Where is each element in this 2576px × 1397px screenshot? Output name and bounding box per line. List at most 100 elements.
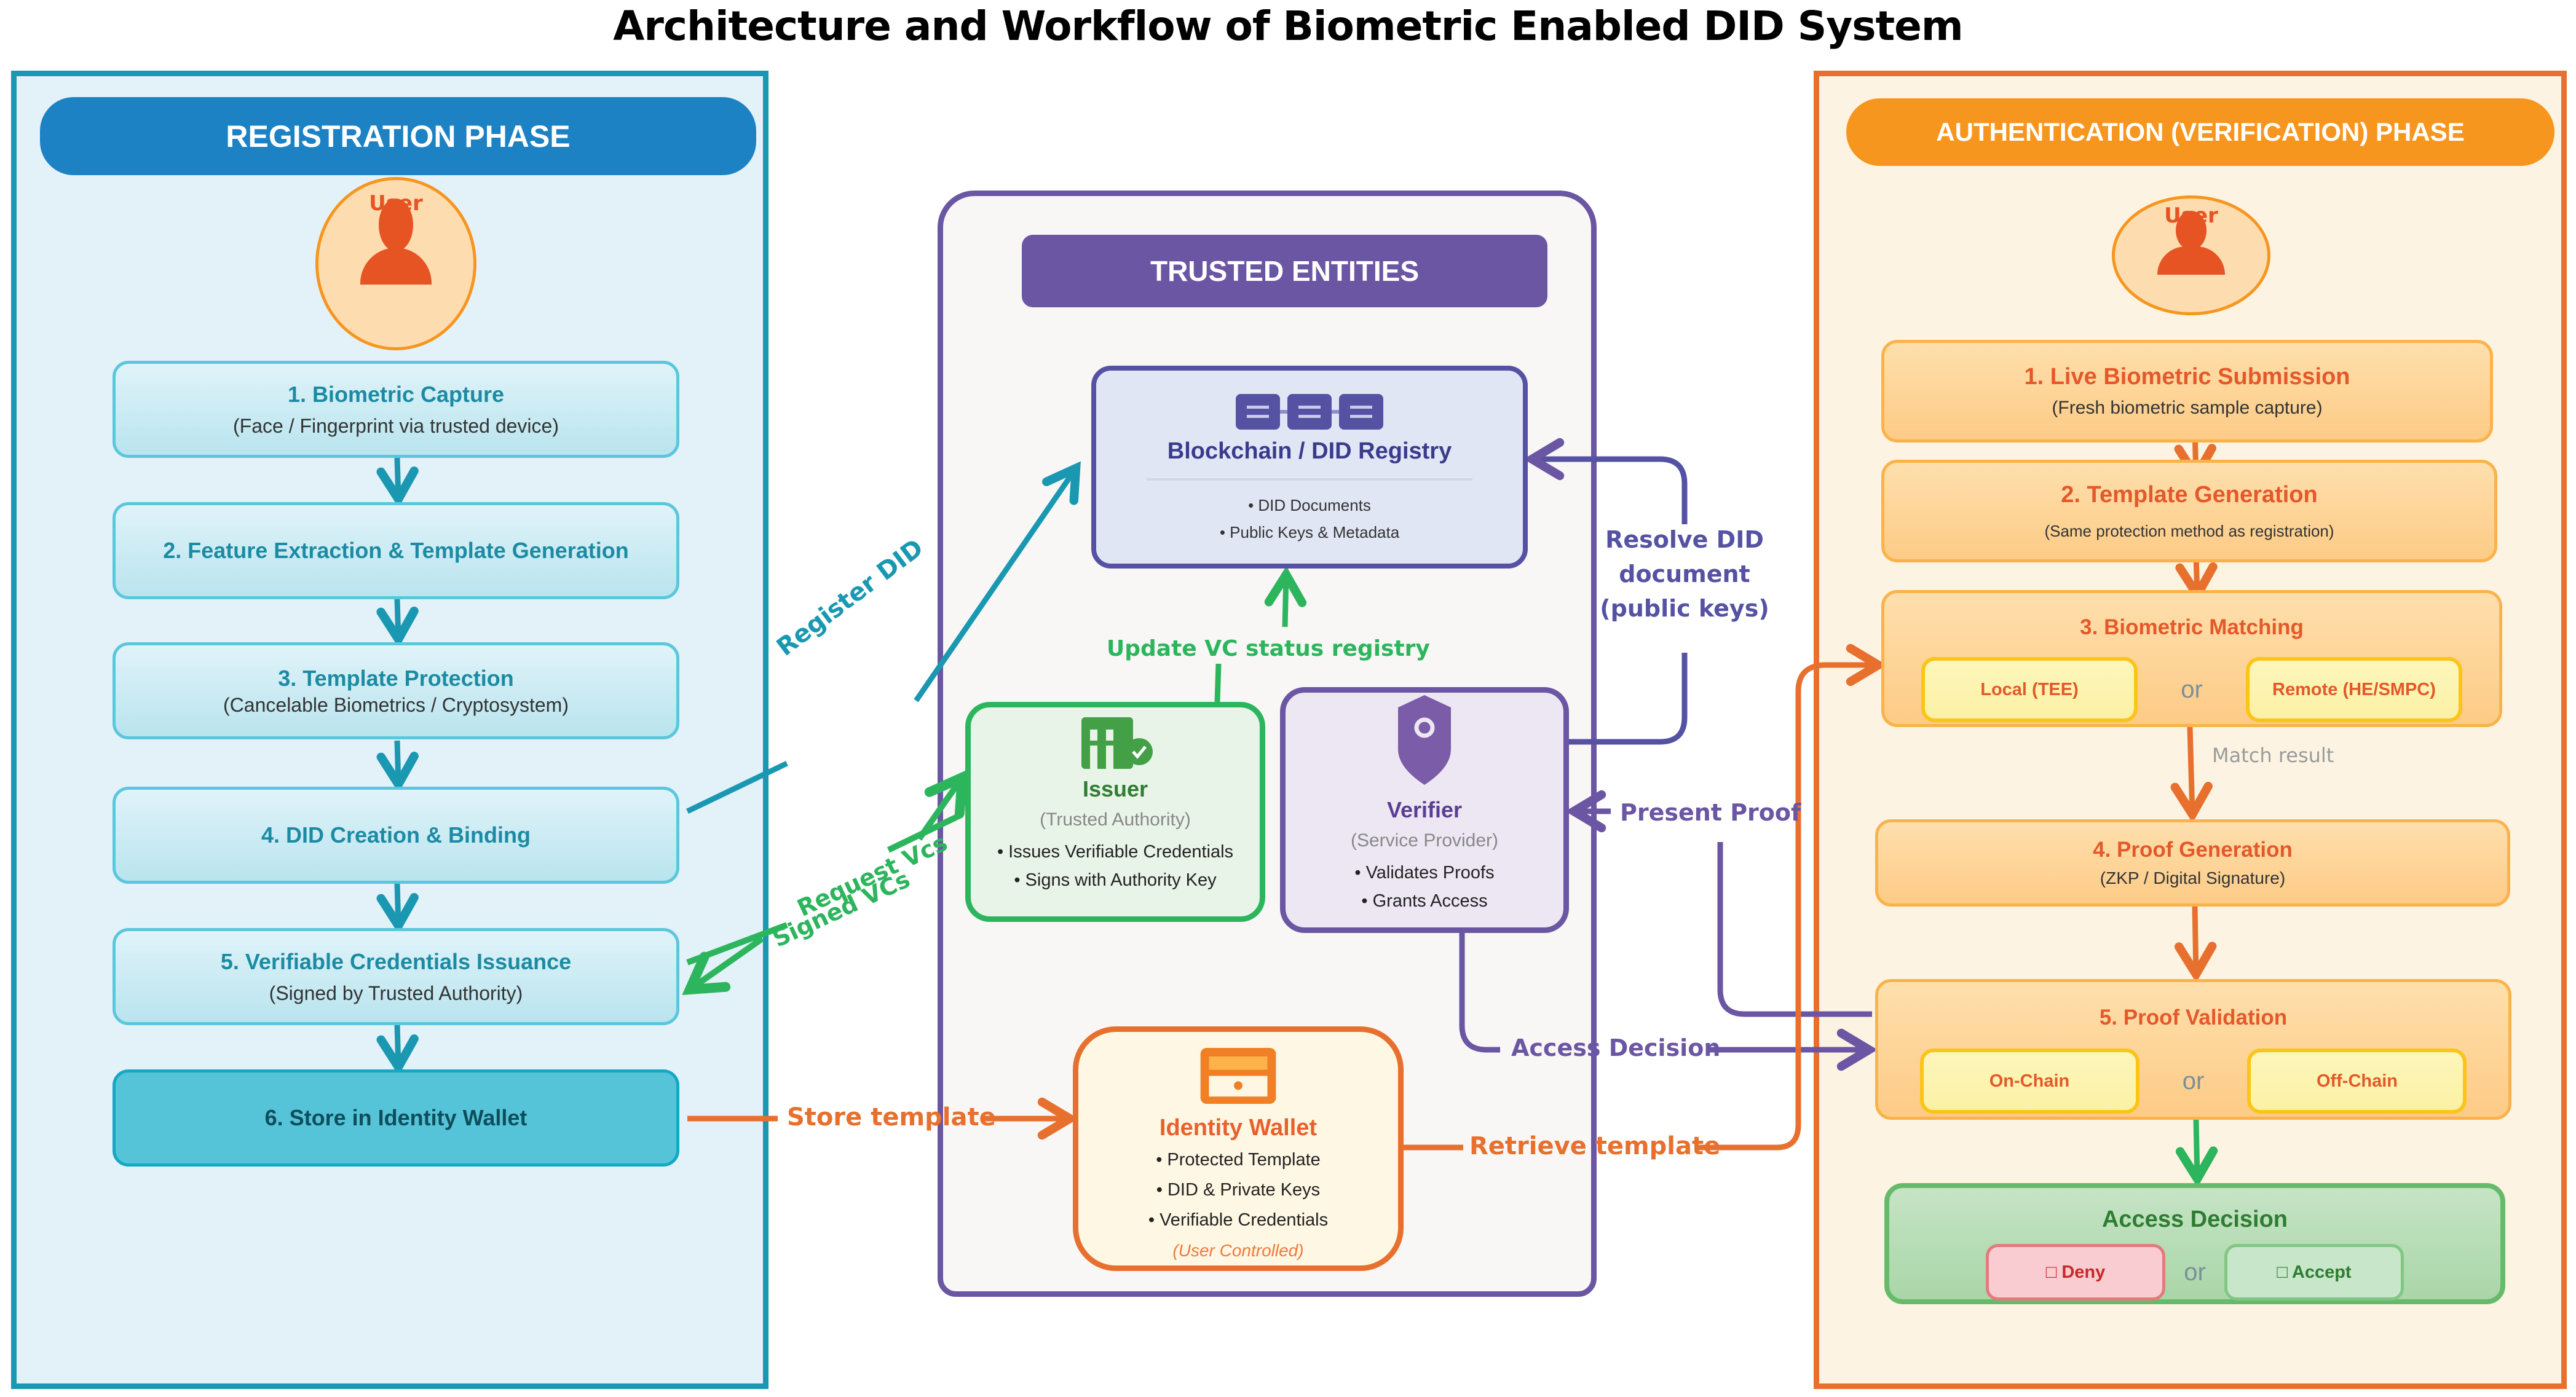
- resolve-did-line: document: [1619, 561, 1750, 588]
- auth-step-5: 5. Proof Validation On-Chain or Off-Chai…: [1875, 979, 2511, 1120]
- auth-step-title: 3. Biometric Matching: [2080, 615, 2304, 639]
- issuer-bullet: • Signs with Authority Key: [1014, 870, 1217, 890]
- wallet-title: Identity Wallet: [1159, 1115, 1318, 1141]
- building-check-icon: [1081, 717, 1153, 769]
- option-on-chain: On-Chain: [1919, 1049, 2139, 1114]
- signed-vcs-arrow: [682, 811, 964, 995]
- trusted-entities-header: TRUSTED ENTITIES: [1022, 235, 1547, 307]
- update-vc-status-arrow: [1214, 566, 1307, 702]
- reg-step-subtitle: (Signed by Trusted Authority): [269, 982, 523, 1004]
- resolve-did-arrow: [1523, 438, 1688, 745]
- blockchain-icon: [1236, 394, 1383, 430]
- auth-step-3: 3. Biometric Matching Local (TEE) or Rem…: [1881, 590, 2502, 727]
- retrieve-template-label: Retrieve template: [1469, 1132, 1721, 1160]
- arrow-reg-2-3: [376, 599, 419, 648]
- arrow-auth-5-decision: [2175, 1119, 2218, 1187]
- verifier-subtitle: (Service Provider): [1350, 830, 1499, 851]
- user-head-icon: [2176, 211, 2207, 250]
- option-local-tee: Local (TEE): [1921, 657, 2138, 722]
- reg-step-3: 3. Template Protection (Cancelable Biome…: [113, 642, 679, 739]
- authentication-user: User: [2112, 195, 2270, 315]
- reg-step-title: 5. Verifiable Credentials Issuance: [220, 948, 572, 974]
- wallet-bullet: • Protected Template: [1156, 1150, 1321, 1170]
- wallet-bullet: • DID & Private Keys: [1156, 1180, 1321, 1200]
- accept-outcome: □ Accept: [2224, 1244, 2404, 1301]
- blockchain-title: Blockchain / DID Registry: [1167, 438, 1452, 464]
- divider: [1147, 478, 1472, 481]
- verifier-bullet: • Grants Access: [1361, 891, 1488, 911]
- reg-step-title: 6. Store in Identity Wallet: [264, 1105, 527, 1130]
- reg-step-title: 3. Template Protection: [278, 665, 514, 691]
- reg-step-1: 1. Biometric Capture (Face / Fingerprint…: [113, 361, 679, 458]
- verifier-bullet: • Validates Proofs: [1354, 863, 1495, 883]
- reg-step-6: 6. Store in Identity Wallet: [113, 1069, 679, 1167]
- resolve-did-label: Resolve DID document (public keys): [1598, 522, 1771, 626]
- issuer-bullet: • Issues Verifiable Credentials: [997, 842, 1234, 862]
- matching-options: Local (TEE) or Remote (HE/SMPC): [1921, 657, 2462, 722]
- arrow-auth-4-5: [2174, 906, 2217, 983]
- blockchain-bullet: • Public Keys & Metadata: [1219, 523, 1400, 541]
- reg-step-4: 4. DID Creation & Binding: [113, 787, 679, 884]
- blockchain-registry-card: Blockchain / DID Registry • DID Document…: [1091, 366, 1528, 569]
- verifier-card: Verifier (Service Provider) • Validates …: [1280, 687, 1569, 933]
- arrow-reg-5-6: [376, 1024, 419, 1076]
- issuer-subtitle: (Trusted Authority): [1040, 809, 1191, 830]
- auth-step-subtitle: (ZKP / Digital Signature): [2100, 868, 2286, 887]
- registration-flow-arrows: [376, 457, 419, 1076]
- issuer-title: Issuer: [1082, 776, 1148, 801]
- wallet-note: (User Controlled): [1172, 1241, 1304, 1260]
- auth-step-subtitle: (Same protection method as registration): [2044, 521, 2334, 540]
- reg-step-5: 5. Verifiable Credentials Issuance (Sign…: [113, 928, 679, 1025]
- resolve-did-line: Resolve DID: [1605, 526, 1764, 553]
- reg-step-title: 1. Biometric Capture: [287, 381, 505, 407]
- access-decision-box: Access Decision □ Deny or □ Accept: [1884, 1183, 2505, 1304]
- reg-step-subtitle: (Cancelable Biometrics / Cryptosystem): [223, 693, 569, 716]
- verifier-title: Verifier: [1386, 797, 1463, 822]
- reg-step-title: 4. DID Creation & Binding: [261, 822, 531, 848]
- register-did-arrow: [686, 461, 1081, 814]
- reg-step-title: 2. Feature Extraction & Template Generat…: [163, 538, 629, 563]
- arrow-reg-1-2: [376, 457, 419, 508]
- user-label: User: [369, 191, 423, 216]
- issuer-card: Issuer (Trusted Authority) • Issues Veri…: [965, 702, 1265, 922]
- auth-step-2: 2. Template Generation (Same protection …: [1881, 460, 2497, 562]
- page-title: Architecture and Workflow of Biometric E…: [613, 2, 1963, 50]
- arrow-reg-3-4: [376, 740, 419, 793]
- present-proof-arrow: [1565, 790, 1872, 1017]
- request-vcs-arrow: [686, 769, 968, 966]
- option-remote-he-smpc: Remote (HE/SMPC): [2245, 657, 2462, 722]
- auth-step-title: 2. Template Generation: [2061, 481, 2318, 508]
- wallet-icon: [1200, 1047, 1276, 1104]
- or-label: or: [2181, 675, 2203, 703]
- retrieve-template-arrow: [1404, 643, 1887, 1151]
- arrow-auth-3-4: [2170, 726, 2213, 823]
- blockchain-bullet: • DID Documents: [1248, 496, 1371, 514]
- access-decision-options: □ Deny or □ Accept: [1986, 1244, 2404, 1301]
- update-vc-status-label: Update VC status registry: [1107, 636, 1430, 661]
- deny-outcome: □ Deny: [1986, 1244, 2165, 1301]
- arrow-auth-2-3: [2175, 556, 2218, 604]
- auth-step-title: 5. Proof Validation: [2099, 1005, 2288, 1029]
- access-decision-title: Access Decision: [2101, 1206, 2288, 1232]
- arrow-reg-4-5: [376, 883, 419, 934]
- resolve-did-line: (public keys): [1600, 595, 1769, 622]
- issuer-bullets: • Issues Verifiable Credentials • Signs …: [997, 838, 1233, 894]
- registration-phase-header: REGISTRATION PHASE: [40, 97, 756, 175]
- validation-options: On-Chain or Off-Chain: [1919, 1049, 2467, 1114]
- reg-step-subtitle: (Face / Fingerprint via trusted device): [233, 414, 559, 437]
- user-label: User: [2164, 203, 2218, 228]
- shield-icon: [1398, 695, 1451, 785]
- user-body-icon: [2157, 246, 2225, 275]
- wallet-bullets: • Protected Template • DID & Private Key…: [1148, 1145, 1328, 1265]
- wallet-bullet: • Verifiable Credentials: [1148, 1210, 1329, 1230]
- reg-step-2: 2. Feature Extraction & Template Generat…: [113, 502, 679, 599]
- auth-step-1: 1. Live Biometric Submission (Fresh biom…: [1881, 340, 2493, 443]
- access-decision-connector-label: Access Decision: [1511, 1034, 1721, 1061]
- identity-wallet-card: Identity Wallet • Protected Template • D…: [1073, 1026, 1404, 1271]
- match-result-label: Match result: [2212, 744, 2334, 767]
- store-template-label: Store template: [787, 1103, 996, 1131]
- auth-step-4: 4. Proof Generation (ZKP / Digital Signa…: [1875, 819, 2510, 907]
- user-body-icon: [360, 248, 432, 285]
- auth-step-subtitle: (Fresh biometric sample capture): [2052, 398, 2323, 418]
- auth-step-title: 1. Live Biometric Submission: [2024, 364, 2350, 390]
